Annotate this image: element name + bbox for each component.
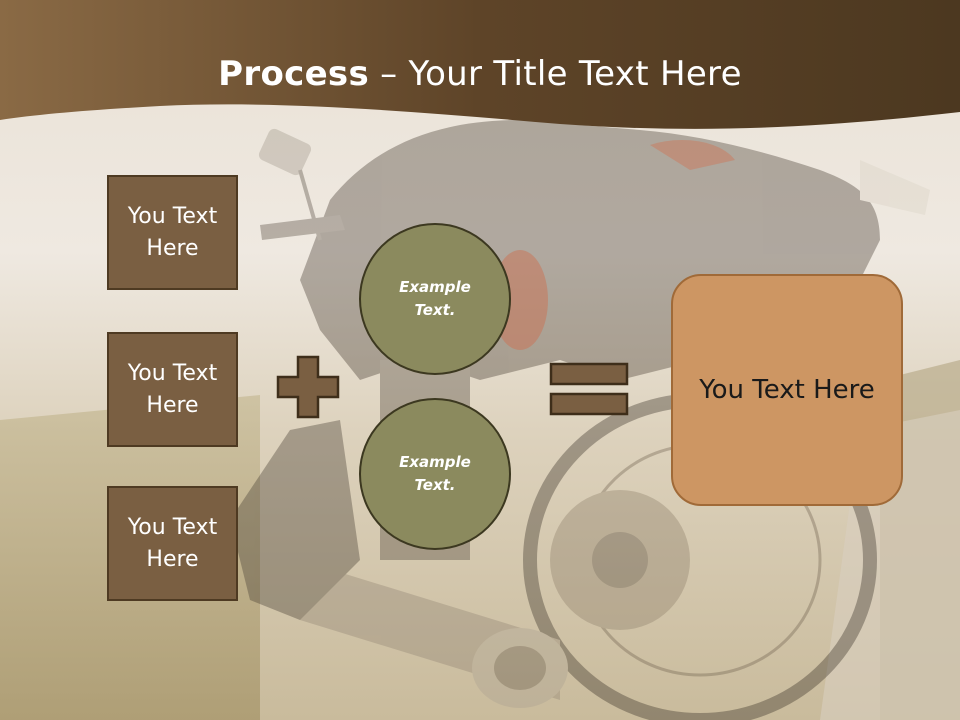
slide-title: Process – Your Title Text Here (0, 50, 960, 98)
text-box-1[interactable]: You Text Here (107, 175, 238, 290)
text-box-3[interactable]: You Text Here (107, 486, 238, 601)
equals-icon (549, 362, 629, 416)
text-box-2-label: You Text Here (127, 360, 218, 418)
header-banner (0, 0, 960, 129)
text-box-3-label: You Text Here (127, 514, 218, 572)
example-circle-1[interactable]: Example Text. (359, 223, 511, 375)
text-box-2[interactable]: You Text Here (107, 332, 238, 447)
example-circle-1-label: Example Text. (399, 278, 471, 319)
title-rest: – Your Title Text Here (369, 54, 742, 94)
plus-icon (276, 355, 340, 419)
example-circle-2[interactable]: Example Text. (359, 398, 511, 550)
result-box-label: You Text Here (699, 375, 875, 405)
example-circle-2-label: Example Text. (399, 453, 471, 494)
result-box[interactable]: You Text Here (671, 274, 903, 506)
text-box-1-label: You Text Here (127, 203, 218, 261)
title-bold: Process (218, 54, 370, 94)
